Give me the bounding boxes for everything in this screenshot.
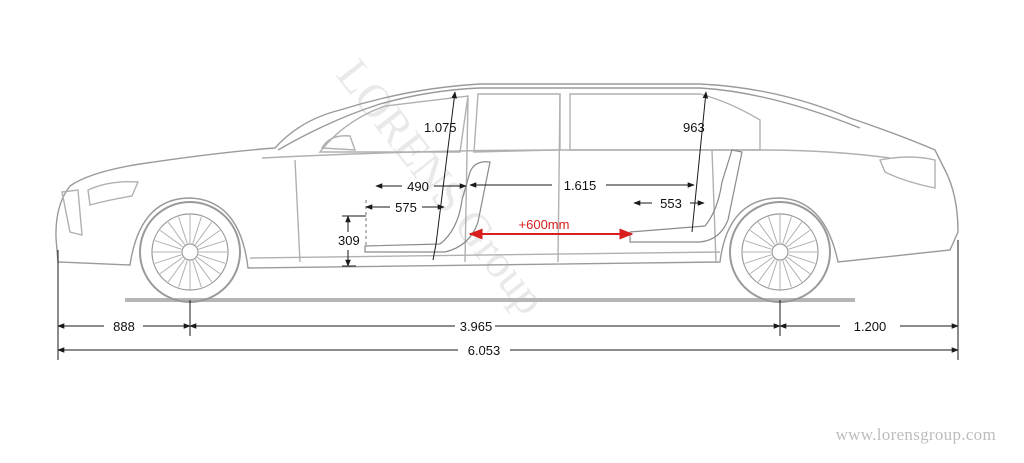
front-seat — [364, 161, 491, 253]
wheel-spoke — [788, 240, 816, 250]
rear-wheel — [729, 201, 831, 303]
wheel-spoke — [782, 216, 792, 244]
dim-extension: +600mm — [519, 217, 570, 232]
wheel-spoke — [786, 256, 811, 275]
door-line-c — [557, 93, 561, 263]
bottom-dimensions — [57, 240, 959, 360]
headlight — [87, 180, 140, 206]
wheel-spoke — [749, 229, 774, 248]
wheel-spoke — [194, 221, 213, 246]
car-silhouette — [55, 83, 959, 269]
wheel-spoke — [198, 254, 226, 264]
dim-wheelbase: 3.965 — [460, 319, 493, 334]
wheel-spoke — [192, 260, 202, 288]
body-outline — [55, 83, 959, 269]
dim-front-legroom: 575 — [395, 200, 417, 215]
side-mirror — [320, 135, 357, 151]
wheel-spoke — [768, 260, 778, 288]
interior-dimensions — [342, 91, 709, 267]
dim-rear-overhang: 1.200 — [854, 319, 887, 334]
wheel-spoke — [786, 229, 811, 248]
rear-headroom-line — [691, 91, 709, 233]
wheel-spoke — [192, 216, 202, 244]
wheel-spoke — [167, 221, 186, 246]
wheel-spoke — [167, 258, 186, 283]
wheel-spoke — [198, 240, 226, 250]
door-line-rear — [711, 149, 717, 263]
dim-front-seat-cushion: 490 — [407, 179, 429, 194]
wheel-spoke — [768, 216, 778, 244]
dim-front-headroom: 1.075 — [424, 120, 457, 135]
wheel-spoke — [159, 229, 184, 248]
watermark-url: www.lorensgroup.com — [835, 425, 996, 444]
side-sill — [249, 251, 721, 259]
wheel-spoke — [757, 258, 776, 283]
door-line-front — [294, 159, 301, 263]
taillight — [879, 156, 936, 189]
wheel-spoke — [178, 216, 188, 244]
wheel-spoke — [744, 240, 772, 250]
wheel-spoke — [782, 260, 792, 288]
wheel-spoke — [178, 260, 188, 288]
dim-overall-length: 6.053 — [468, 343, 501, 358]
front-window — [318, 95, 469, 153]
wheel-spoke — [744, 254, 772, 264]
wheel-spoke — [194, 258, 213, 283]
wheel-spoke — [784, 221, 803, 246]
wheel-spoke — [196, 256, 221, 275]
middle-window-2 — [569, 93, 761, 151]
dim-front-overhang: 888 — [113, 319, 135, 334]
wheel-spoke — [159, 256, 184, 275]
wheel-spoke — [154, 254, 182, 264]
dim-rear-legroom: 553 — [660, 196, 682, 211]
extension-indicator: +600mm — [468, 217, 634, 240]
grille — [61, 189, 83, 236]
wheel-spoke — [784, 258, 803, 283]
dim-rear-headroom: 963 — [683, 120, 705, 135]
middle-window-1 — [473, 93, 561, 153]
wheel-spoke — [757, 221, 776, 246]
dim-rear-cabin-length: 1.615 — [564, 178, 597, 193]
front-wheel — [139, 201, 241, 303]
front-headroom-line — [435, 91, 457, 245]
rear-seat — [629, 149, 743, 243]
wheel-spoke — [788, 254, 816, 264]
wheel-spoke — [196, 229, 221, 248]
wheel-spoke — [749, 256, 774, 275]
wheel-spoke — [154, 240, 182, 250]
roof-line — [277, 87, 861, 151]
beltline — [261, 149, 891, 159]
door-line-b — [464, 97, 469, 263]
dim-seat-height: 309 — [338, 233, 360, 248]
